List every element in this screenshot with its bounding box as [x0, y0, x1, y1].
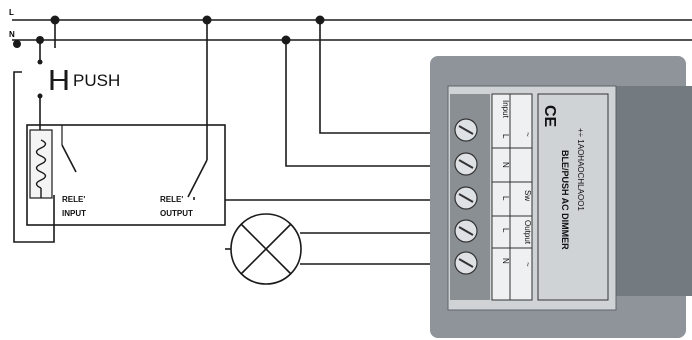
relay-input-label: INPUT	[62, 209, 86, 218]
terminal-pin-label: L	[501, 228, 510, 233]
relay-input-contact	[61, 144, 77, 173]
terminal-screws	[454, 118, 478, 275]
input-n-wire	[285, 40, 462, 167]
relay-output-switch	[187, 159, 208, 198]
neutral-return-wire	[13, 71, 55, 243]
relay-output-label: OUTPUT	[160, 209, 193, 218]
terminal-tilde: ~	[523, 132, 532, 137]
terminal-label-table	[491, 93, 533, 301]
neutral-terminal-dot	[13, 40, 21, 48]
terminal-pin-label: N	[501, 258, 510, 264]
relay-box	[26, 124, 226, 226]
ce-mark: CE	[541, 105, 558, 128]
lamp-icon	[240, 223, 292, 275]
dimmer-module-side	[612, 86, 692, 296]
dimmer-module-label-border	[537, 93, 609, 301]
terminal-pin-label: L	[501, 196, 510, 201]
terminal-pin-label: N	[501, 162, 510, 168]
push-contact	[37, 59, 43, 65]
relay-coil-winding	[35, 139, 47, 189]
terminal-pin-label: L	[501, 134, 510, 139]
line-n-label: N	[9, 30, 15, 39]
line-l-label: L	[9, 8, 14, 17]
relay-input-label: RELE'	[62, 195, 85, 204]
input-l-wire	[319, 20, 462, 134]
module-subtitle: +÷ 1AOHAOCHLAOO1	[576, 128, 585, 211]
push-label: PUSH	[73, 71, 120, 90]
module-title: BLE/PUSH AC DIMMER	[560, 150, 570, 250]
terminal-group-output: Output	[523, 220, 532, 245]
terminal-group-sw: Sw	[523, 190, 532, 201]
terminal-group-input: Input	[501, 100, 510, 119]
relay-output-label: RELE'	[160, 195, 183, 204]
terminal-tilde: ~	[523, 262, 532, 267]
